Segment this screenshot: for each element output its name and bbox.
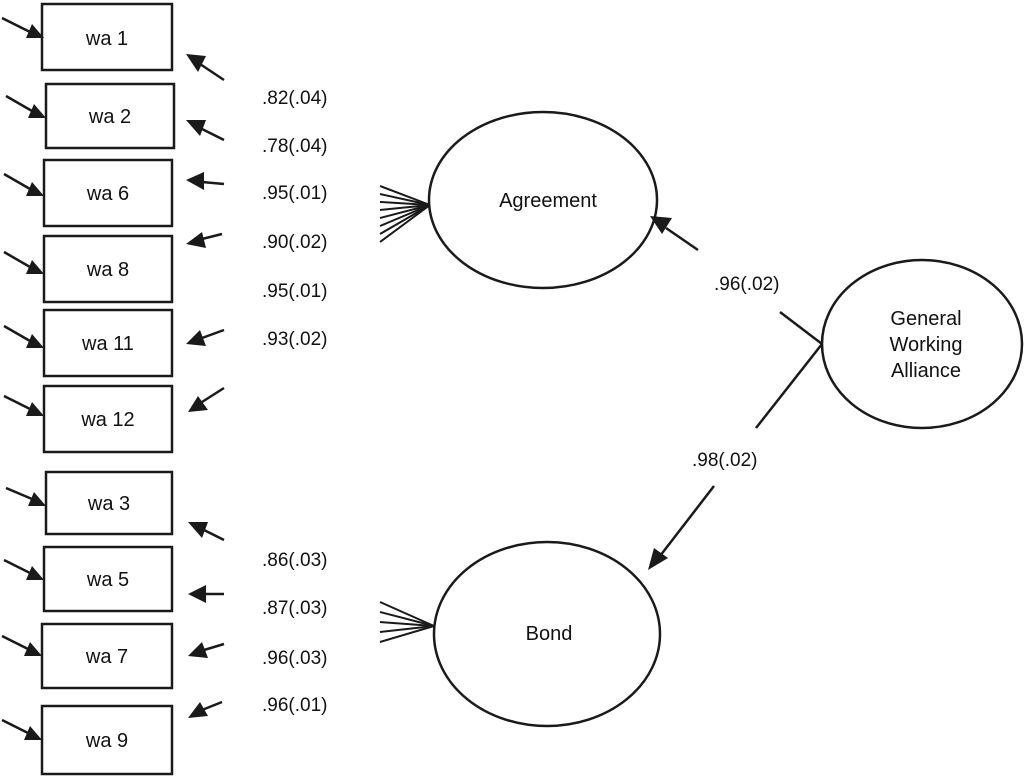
error-arrow-wa9: [1, 718, 42, 740]
indicator-wa1: wa 1: [40, 2, 174, 72]
structural-label-agreement: .96(.02): [714, 274, 779, 295]
latent-general-working-alliance: General Working Alliance: [820, 258, 1024, 430]
error-arrow-wa12: [3, 394, 44, 416]
indicator-label: wa 6: [86, 183, 129, 205]
loading-arrow-wa8: [186, 232, 223, 248]
loading-label: .90(.02): [262, 232, 327, 253]
loading-label: .87(.03): [262, 598, 327, 619]
error-arrow-wa3: [5, 486, 46, 506]
bond-fan-lines: [379, 601, 435, 643]
indicator-wa5: wa 5: [42, 545, 174, 613]
loading-label: .78(.04): [262, 136, 327, 157]
indicator-label: wa 9: [85, 730, 128, 752]
agreement-loading-labels: .82(.04) .78(.04) .95(.01) .90(.02) .95(…: [262, 88, 327, 350]
error-arrow-wa2: [5, 94, 46, 118]
agreement-fan-lines: [379, 185, 431, 243]
indicator-label: wa 1: [85, 28, 128, 50]
loading-label: .86(.03): [262, 550, 327, 571]
loading-arrow-wa7: [188, 642, 225, 658]
indicator-wa12: wa 12: [42, 384, 174, 454]
latent-general-line3: Alliance: [891, 360, 961, 382]
indicator-label: wa 5: [86, 569, 129, 591]
loading-arrows: [186, 54, 225, 718]
error-arrow-wa5: [3, 558, 44, 580]
indicator-wa2: wa 2: [44, 82, 176, 150]
loading-arrow-wa3: [188, 522, 225, 542]
indicator-wa6: wa 6: [42, 158, 174, 228]
loading-arrow-wa9: [188, 700, 223, 718]
path-general-to-bond: [648, 343, 823, 570]
indicator-label: wa 2: [88, 106, 131, 128]
path-general-to-agreement: [650, 216, 823, 345]
latent-agreement: Agreement: [427, 110, 659, 290]
latent-bond: Bond: [432, 540, 662, 728]
loading-label: .95(.01): [262, 281, 327, 302]
error-arrow-wa7: [1, 634, 42, 656]
indicator-wa9: wa 9: [40, 704, 174, 776]
indicator-label: wa 3: [87, 493, 130, 515]
indicator-wa3: wa 3: [44, 470, 174, 536]
indicator-label: wa 11: [81, 333, 134, 355]
indicator-wa8: wa 8: [42, 234, 174, 304]
loading-arrow-wa5: [188, 585, 224, 603]
loading-label: .96(.01): [262, 695, 327, 716]
bond-loading-labels: .86(.03) .87(.03) .96(.03) .96(.01): [262, 550, 327, 716]
indicator-wa11: wa 11: [42, 308, 174, 378]
error-arrow-wa1: [1, 16, 44, 38]
loading-arrow-wa6: [186, 172, 225, 190]
loading-label: .82(.04): [262, 88, 327, 109]
loading-label: .95(.01): [262, 183, 327, 204]
indicator-label: wa 12: [80, 409, 134, 431]
indicator-label: wa 8: [86, 259, 129, 281]
latent-general-line2: Working: [890, 334, 963, 356]
loading-label: .96(.03): [262, 648, 327, 669]
error-arrow-wa11: [3, 324, 44, 348]
loading-arrow-wa12: [188, 386, 225, 412]
indicator-label: wa 7: [85, 646, 128, 668]
loading-arrow-wa2: [186, 120, 225, 142]
error-arrows-left: [1, 16, 46, 740]
error-arrow-wa8: [3, 250, 44, 274]
loading-label: .93(.02): [262, 329, 327, 350]
latent-general-line1: General: [890, 308, 961, 330]
indicator-wa7: wa 7: [40, 622, 174, 690]
latent-agreement-label: Agreement: [499, 190, 597, 212]
latent-bond-label: Bond: [526, 623, 573, 645]
error-arrow-wa6: [3, 172, 44, 196]
structural-label-bond: .98(.02): [692, 450, 757, 471]
loading-arrow-wa1: [186, 54, 225, 82]
loading-arrow-wa11: [186, 328, 225, 346]
